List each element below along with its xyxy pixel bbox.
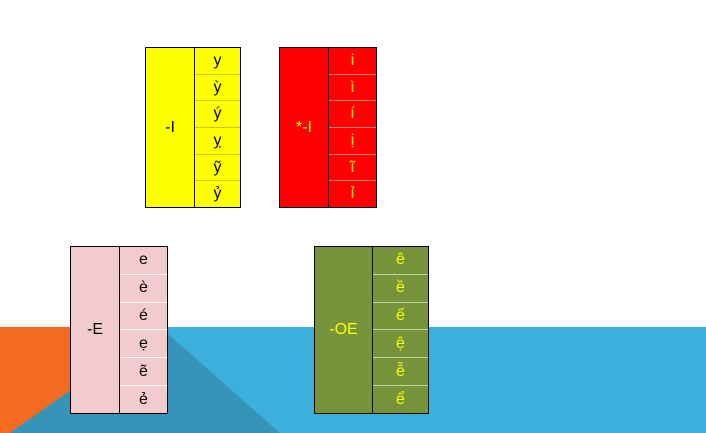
value-cell: ề bbox=[373, 275, 428, 303]
group-key: *-I bbox=[280, 48, 329, 207]
group-values: e è é ẹ ẽ ẻ bbox=[120, 247, 167, 413]
vowel-group-oe: -OE ê ề ế ệ ễ ể bbox=[314, 246, 429, 414]
value-cell: ệ bbox=[373, 330, 428, 359]
vowel-group-star-i: *-I i ì í ị ĩ ỉ bbox=[279, 47, 377, 208]
group-key: -I bbox=[146, 48, 195, 207]
value-cell: y bbox=[195, 48, 240, 75]
value-cell: ỉ bbox=[350, 185, 355, 203]
value-cell: ễ bbox=[373, 358, 428, 387]
value-cell: í bbox=[329, 101, 376, 129]
value-cell: ỳ bbox=[195, 75, 240, 102]
group-key: -E bbox=[71, 247, 120, 413]
vowel-group-e: -E e è é ẹ ẽ ẻ bbox=[70, 246, 168, 414]
value-cell: ý bbox=[195, 101, 240, 129]
value-cell: é bbox=[120, 303, 167, 331]
value-cell: ế bbox=[373, 303, 428, 331]
group-values: y ỳ ý ỵ ỹ ỷ bbox=[195, 48, 240, 207]
vowel-group-i: -I y ỳ ý ỵ ỹ ỷ bbox=[145, 47, 241, 208]
value-cell: ị bbox=[329, 128, 376, 155]
group-values: i ì í ị ĩ ỉ bbox=[329, 48, 376, 207]
value-cell: ẽ bbox=[120, 358, 167, 387]
value-cell: ì bbox=[329, 75, 376, 102]
value-cell: e bbox=[120, 247, 167, 275]
value-cell: è bbox=[120, 275, 167, 303]
value-cell: ỵ bbox=[195, 128, 240, 155]
group-key: -OE bbox=[315, 247, 373, 413]
value-cell: ỷ bbox=[213, 185, 222, 203]
value-cell: ể bbox=[396, 390, 405, 408]
value-cell: ỹ bbox=[195, 155, 240, 182]
group-values: ê ề ế ệ ễ ể bbox=[373, 247, 428, 413]
value-cell: ê bbox=[373, 247, 428, 275]
value-cell: ĩ bbox=[329, 155, 376, 182]
value-cell: ẻ bbox=[139, 390, 148, 408]
value-cell: ẹ bbox=[120, 330, 167, 359]
value-cell: i bbox=[329, 48, 376, 75]
